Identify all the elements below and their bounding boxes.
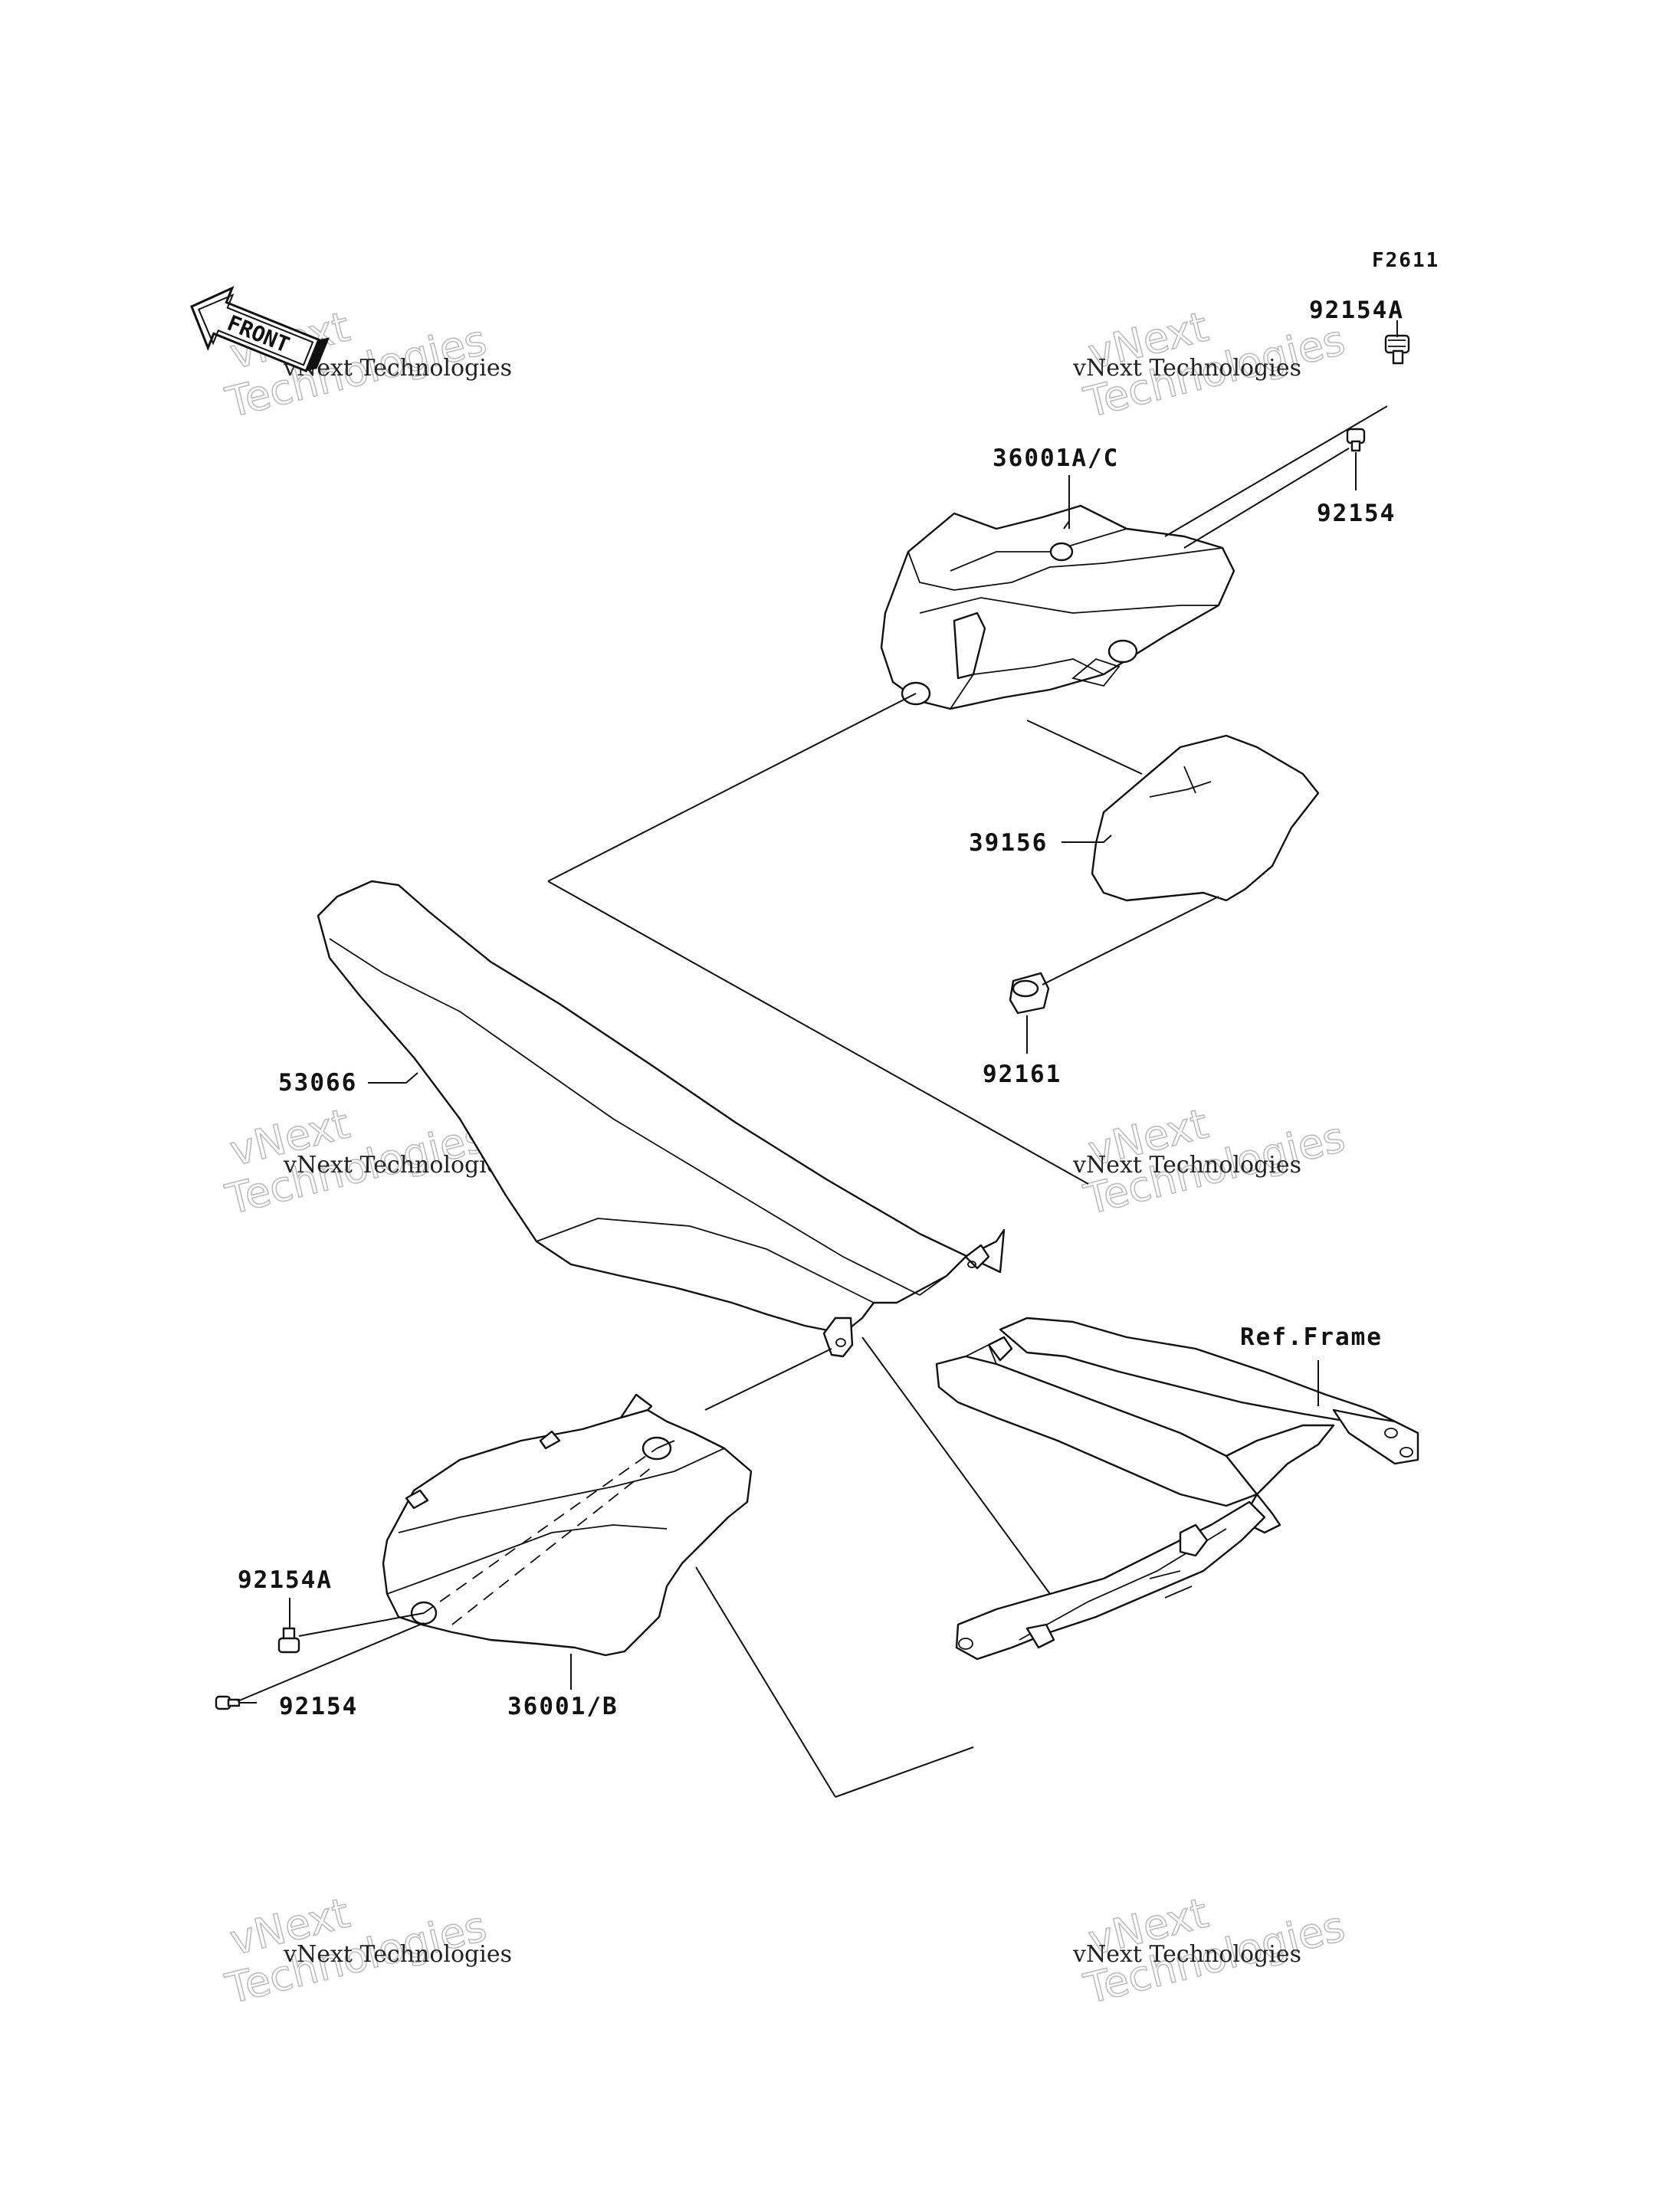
seat <box>317 880 1006 1358</box>
watermark-text: vNext Technologies <box>1072 1941 1301 1968</box>
label-92154A-left: 92154A <box>238 1566 333 1594</box>
side-cover-right <box>880 504 1235 710</box>
watermark-top-right: vNext Technologies <box>1078 302 1350 428</box>
label-53066: 53066 <box>278 1069 357 1097</box>
label-36001A-C: 36001A/C <box>993 444 1119 472</box>
label-92154-top: 92154 <box>1317 500 1396 527</box>
watermark-text: vNext Technologies <box>283 1941 512 1968</box>
bolt-92154A-left <box>277 1627 300 1654</box>
seat-pad <box>1091 734 1320 902</box>
watermark-text: vNext Technologies <box>1072 355 1301 382</box>
label-92154A-top: 92154A <box>1309 297 1404 324</box>
watermark-bottom-left: vNext Technologies <box>220 1888 491 2014</box>
side-cover-left <box>382 1393 753 1657</box>
bolt-92154-top <box>1346 428 1366 452</box>
bolt-92154A-top <box>1384 334 1410 365</box>
label-ref-frame: Ref.Frame <box>1240 1323 1383 1351</box>
figure-code: F2611 <box>1372 249 1439 272</box>
rear-frame <box>935 1317 1419 1661</box>
label-leaders <box>239 320 1398 1703</box>
label-92154-left: 92154 <box>279 1693 358 1720</box>
watermark-bottom-right: vNext Technologies <box>1078 1888 1350 2014</box>
watermark-mid-right: vNext Technologies <box>1078 1099 1350 1225</box>
watermark-text: vNext Technologies <box>1072 1152 1301 1179</box>
label-39156: 39156 <box>969 829 1048 857</box>
label-36001-B: 36001/B <box>507 1693 619 1720</box>
grommet <box>1009 972 1050 1015</box>
watermark-text: vNext Technologies <box>283 355 512 382</box>
watermark-text: vNext Technologies <box>283 1152 512 1179</box>
label-92161: 92161 <box>983 1061 1061 1088</box>
assembly-lines <box>237 405 1388 1798</box>
bolt-92154-left <box>215 1695 241 1710</box>
